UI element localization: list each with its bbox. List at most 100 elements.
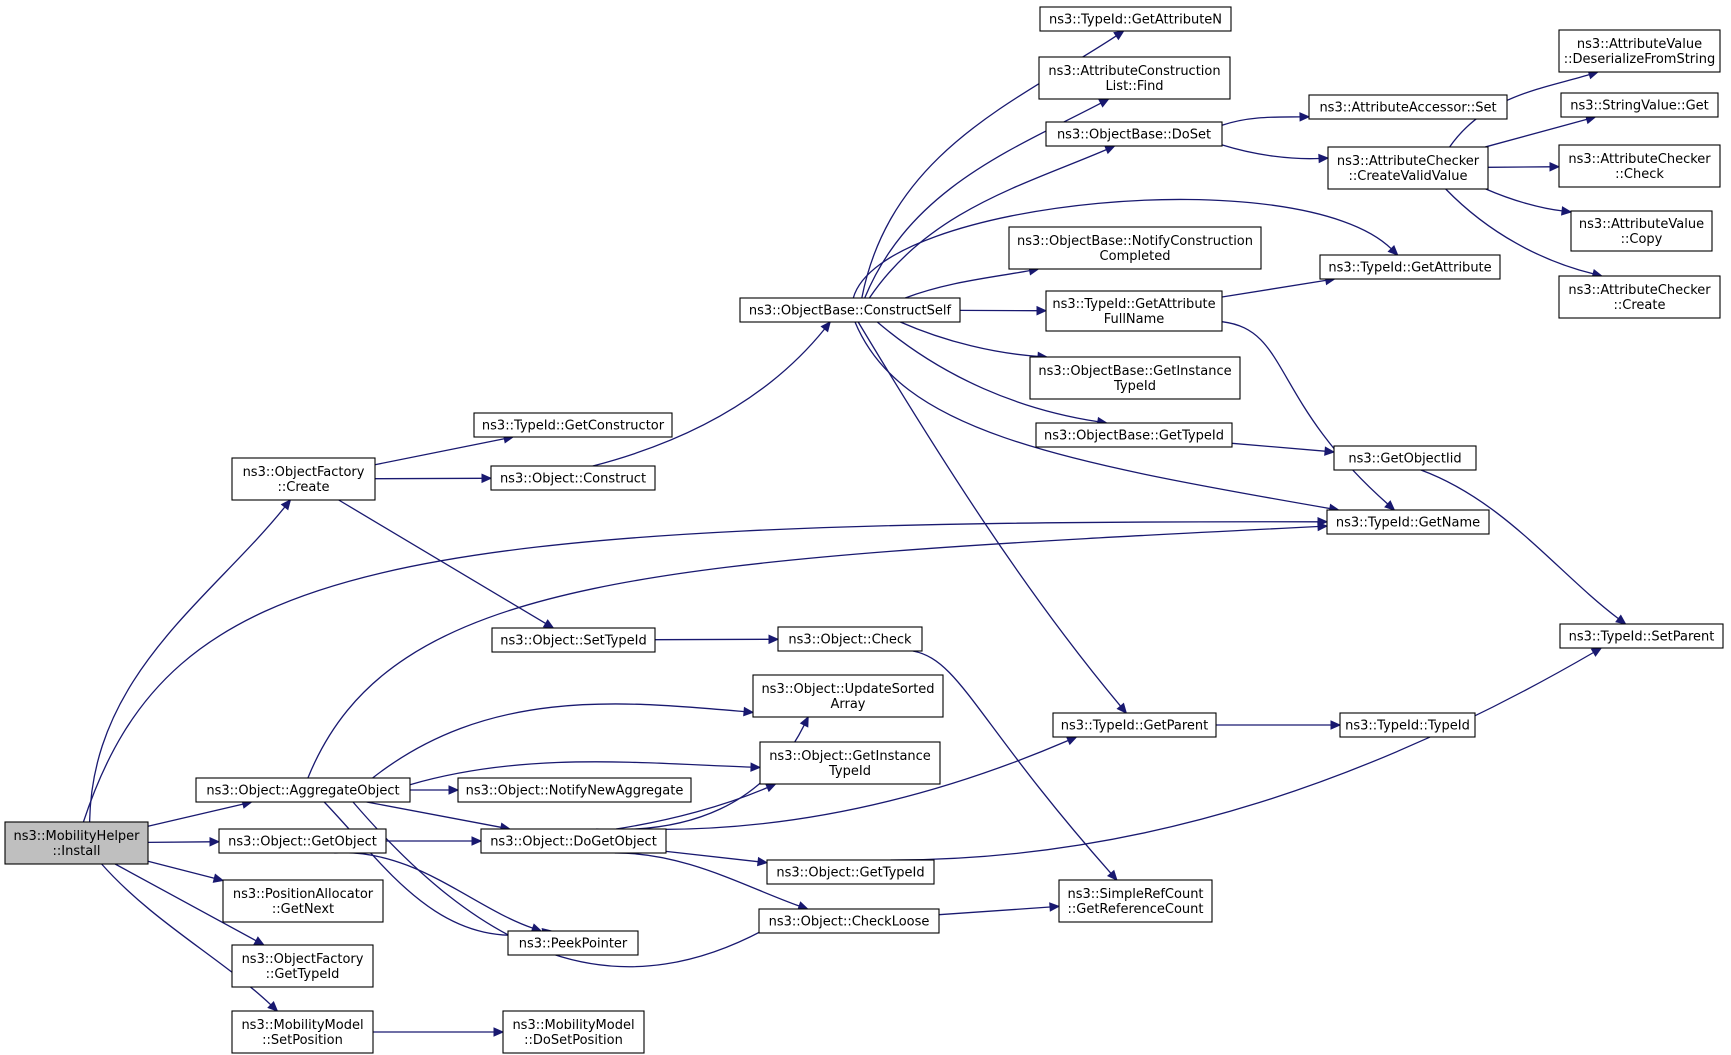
- node-box: [759, 741, 941, 785]
- node-label: ns3::Object::NotifyNewAggregate: [466, 784, 684, 799]
- node-box: [1045, 121, 1223, 147]
- node-notifyconstr[interactable]: ns3::ObjectBase::NotifyConstructionCompl…: [1008, 226, 1262, 270]
- node-label: ns3::TypeId::GetParent: [1061, 719, 1209, 734]
- node-check[interactable]: ns3::Object::Check: [777, 626, 923, 652]
- node-mm-dosetpos[interactable]: ns3::MobilityModel::DoSetPosition: [502, 1010, 645, 1054]
- node-value-copy[interactable]: ns3::AttributeValue::Copy: [1570, 210, 1713, 252]
- node-box: [1035, 422, 1233, 448]
- edge-line: [374, 438, 505, 466]
- edge-constructself-to-getattribute: [852, 198, 1399, 299]
- edge-createvalid-to-value-copy: [1485, 188, 1573, 216]
- node-aggregate[interactable]: ns3::Object::AggregateObject: [195, 777, 411, 803]
- node-getobjectiid[interactable]: ns3::GetObjectIid: [1333, 445, 1477, 471]
- node-box: [1558, 275, 1721, 319]
- edge-line: [334, 852, 533, 929]
- node-checkloose[interactable]: ns3::Object::CheckLoose: [758, 908, 940, 934]
- edge-line: [1485, 118, 1587, 148]
- edge-line: [854, 321, 1330, 510]
- node-o-gettypeid[interactable]: ns3::Object::GetTypeId: [766, 859, 935, 885]
- node-typeidctor[interactable]: ns3::TypeId::TypeId: [1339, 712, 1476, 738]
- node-label: ns3::AttributeChecker: [1337, 154, 1480, 169]
- node-label: ns3::Object::DoGetObject: [490, 835, 657, 850]
- node-peekpointer[interactable]: ns3::PeekPointer: [507, 930, 639, 956]
- edge-o-gettypeid-to-setparent: [890, 647, 1603, 861]
- node-accessorset[interactable]: ns3::AttributeAccessor::Set: [1308, 94, 1508, 120]
- node-install[interactable]: ns3::MobilityHelper::Install: [4, 821, 149, 865]
- edge-line: [614, 852, 800, 907]
- edge-line: [307, 525, 1319, 779]
- node-label: ::Copy: [1621, 232, 1663, 247]
- edge-line: [876, 321, 1098, 423]
- node-box: [195, 777, 411, 803]
- edge-aggregate-to-notifynew: [409, 785, 460, 795]
- node-getattributen[interactable]: ns3::TypeId::GetAttributeN: [1039, 6, 1232, 32]
- node-box: [231, 457, 376, 501]
- node-getobject[interactable]: ns3::Object::GetObject: [218, 828, 387, 854]
- edge-line: [1221, 321, 1389, 505]
- node-label: ::SetPosition: [262, 1033, 343, 1048]
- node-label: ns3::Object::GetTypeId: [776, 866, 924, 881]
- node-getattribute[interactable]: ns3::TypeId::GetAttribute: [1319, 254, 1501, 280]
- node-checker-check[interactable]: ns3::AttributeChecker::Check: [1558, 144, 1721, 188]
- edge-line: [900, 321, 1039, 358]
- node-stringget[interactable]: ns3::StringValue::Get: [1560, 92, 1719, 118]
- edge-aggregate-to-getname: [307, 521, 1329, 779]
- arrowhead-icon: [1106, 869, 1118, 881]
- node-getname[interactable]: ns3::TypeId::GetName: [1326, 509, 1490, 535]
- node-box: [1058, 879, 1213, 923]
- arrowhead-icon: [253, 936, 265, 946]
- edge-getobject-to-dogetobject: [385, 836, 483, 846]
- edge-constructself-to-notifyconstr: [904, 266, 1040, 299]
- node-label: ns3::Object::SetTypeId: [500, 634, 646, 649]
- node-settypeid[interactable]: ns3::Object::SetTypeId: [491, 627, 656, 653]
- node-of-create[interactable]: ns3::ObjectFactory::Create: [231, 457, 376, 501]
- arrowhead-icon: [1561, 206, 1573, 216]
- node-getconstructor[interactable]: ns3::TypeId::GetConstructor: [473, 412, 673, 438]
- node-pa-getnext[interactable]: ns3::PositionAllocator::GetNext: [222, 879, 384, 923]
- arrowhead-icon: [768, 634, 780, 645]
- node-box: [1319, 254, 1501, 280]
- node-label: ::Create: [1614, 298, 1666, 313]
- edge-construct-to-constructself: [592, 321, 831, 467]
- node-label: FullName: [1104, 312, 1165, 327]
- node-ob-gettypeid[interactable]: ns3::ObjectBase::GetTypeId: [1035, 422, 1233, 448]
- node-setparent[interactable]: ns3::TypeId::SetParent: [1559, 623, 1724, 649]
- node-label: ns3::ObjectFactory: [242, 952, 364, 967]
- node-doset[interactable]: ns3::ObjectBase::DoSet: [1045, 121, 1223, 147]
- node-label: TypeId: [1113, 379, 1156, 394]
- edge-check-to-getrefcount: [912, 650, 1118, 881]
- edge-constructself-to-doset: [868, 145, 1116, 299]
- arrowhead-icon: [1065, 736, 1078, 746]
- node-box: [218, 828, 387, 854]
- edge-line: [1221, 279, 1326, 298]
- node-box: [766, 859, 935, 885]
- node-box: [1326, 509, 1490, 535]
- node-deserialize[interactable]: ns3::AttributeValue::DeserializeFromStri…: [1558, 29, 1721, 73]
- edge-line: [852, 198, 1392, 299]
- edge-line: [1485, 188, 1563, 212]
- node-box: [758, 908, 940, 934]
- node-dogetobject[interactable]: ns3::Object::DoGetObject: [480, 828, 667, 854]
- node-createvalid[interactable]: ns3::AttributeChecker::CreateValidValue: [1327, 146, 1489, 190]
- edge-getattrfullname-to-getattribute: [1221, 275, 1336, 298]
- node-label: ns3::Object::Check: [788, 633, 912, 648]
- node-label: ns3::AttributeAccessor::Set: [1319, 101, 1496, 116]
- node-notifynew[interactable]: ns3::Object::NotifyNewAggregate: [457, 777, 692, 803]
- edge-line: [912, 650, 1112, 874]
- node-label: ns3::AttributeChecker: [1568, 283, 1711, 298]
- node-mm-setpos[interactable]: ns3::MobilityModel::SetPosition: [231, 1010, 374, 1054]
- node-getrefcount[interactable]: ns3::SimpleRefCount::GetReferenceCount: [1058, 879, 1213, 923]
- node-constructself[interactable]: ns3::ObjectBase::ConstructSelf: [739, 297, 961, 323]
- node-box: [1560, 92, 1719, 118]
- node-of-gettypeid[interactable]: ns3::ObjectFactory::GetTypeId: [231, 944, 374, 988]
- arrowhead-icon: [820, 321, 831, 333]
- node-box: [1039, 6, 1232, 32]
- node-checker-create[interactable]: ns3::AttributeChecker::Create: [1558, 275, 1721, 319]
- node-construct[interactable]: ns3::Object::Construct: [490, 465, 656, 491]
- node-getparent[interactable]: ns3::TypeId::GetParent: [1052, 712, 1217, 738]
